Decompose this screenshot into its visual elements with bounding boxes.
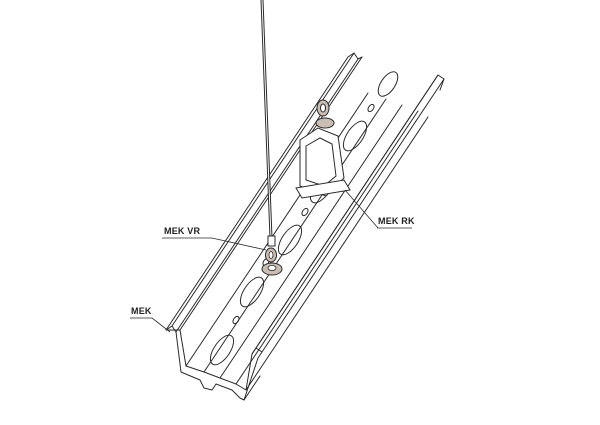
mek-rk-bracket: [295, 99, 351, 199]
mek-vr-wire: [260, 0, 283, 276]
label-mek: MEK: [131, 306, 152, 316]
leader-lines: [130, 189, 412, 333]
floor-slots: [209, 71, 399, 366]
label-mek-rk: MEK RK: [378, 216, 415, 226]
label-mek-vr: MEK VR: [164, 226, 201, 236]
mek-channel: [165, 52, 445, 401]
